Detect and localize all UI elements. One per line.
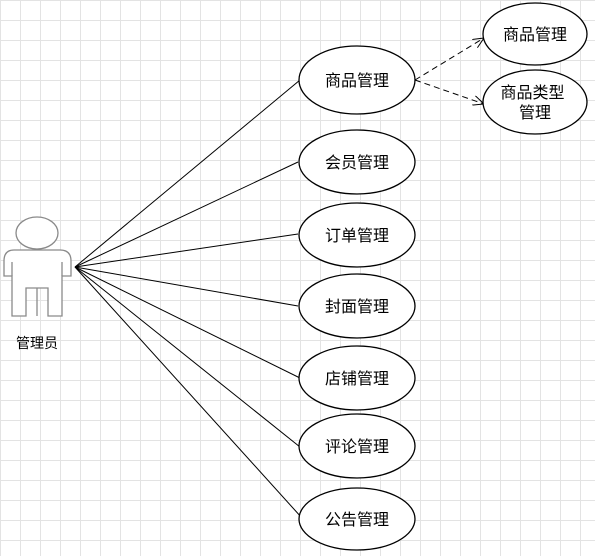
sub-use-case-goods-label: 商品管理 bbox=[503, 25, 567, 44]
assoc-line-shop bbox=[74, 266, 301, 379]
use-case-notice[interactable]: 公告管理 bbox=[298, 487, 416, 551]
use-case-notice-label: 公告管理 bbox=[325, 510, 389, 529]
dashed-arrow-goods-sub bbox=[414, 38, 484, 81]
use-case-member-label: 会员管理 bbox=[325, 153, 389, 172]
sub-use-case-goods-type-line-2: 管理 bbox=[519, 103, 551, 122]
actor: 管理员 bbox=[3, 216, 72, 352]
dependency-arrows bbox=[414, 38, 484, 104]
use-case-goods-label: 商品管理 bbox=[325, 71, 389, 90]
actor-label: 管理员 bbox=[16, 336, 58, 352]
use-case-shop[interactable]: 店铺管理 bbox=[298, 345, 416, 411]
dashed-arrow-goods-type bbox=[414, 79, 484, 104]
sub-use-case-goods[interactable]: 商品管理 bbox=[482, 2, 588, 66]
use-case-comment-label: 评论管理 bbox=[325, 437, 389, 456]
association-lines bbox=[74, 79, 303, 519]
use-case-shop-label: 店铺管理 bbox=[325, 369, 389, 388]
assoc-line-goods bbox=[74, 79, 301, 268]
assoc-line-order bbox=[74, 233, 299, 268]
actor-body bbox=[3, 249, 72, 317]
assoc-line-comment bbox=[74, 266, 301, 448]
use-case-member[interactable]: 会员管理 bbox=[298, 129, 416, 195]
sub-use-case-goods-type[interactable]: 商品类型 管理 bbox=[482, 69, 588, 135]
use-case-goods[interactable]: 商品管理 bbox=[298, 45, 416, 115]
actor-head bbox=[15, 216, 59, 250]
assoc-line-notice bbox=[74, 266, 303, 519]
use-case-order-label: 订单管理 bbox=[325, 226, 389, 245]
assoc-line-cover bbox=[74, 266, 299, 307]
use-case-order[interactable]: 订单管理 bbox=[298, 202, 416, 268]
use-case-cover[interactable]: 封面管理 bbox=[298, 273, 416, 339]
assoc-line-member bbox=[74, 161, 299, 268]
sub-use-case-goods-type-label: 商品类型 管理 bbox=[500, 83, 569, 122]
use-case-comment[interactable]: 评论管理 bbox=[298, 413, 416, 479]
actor-figure-icon bbox=[3, 216, 72, 317]
use-case-cover-label: 封面管理 bbox=[325, 297, 389, 316]
sub-use-case-goods-type-line-1: 商品类型 bbox=[500, 83, 564, 102]
